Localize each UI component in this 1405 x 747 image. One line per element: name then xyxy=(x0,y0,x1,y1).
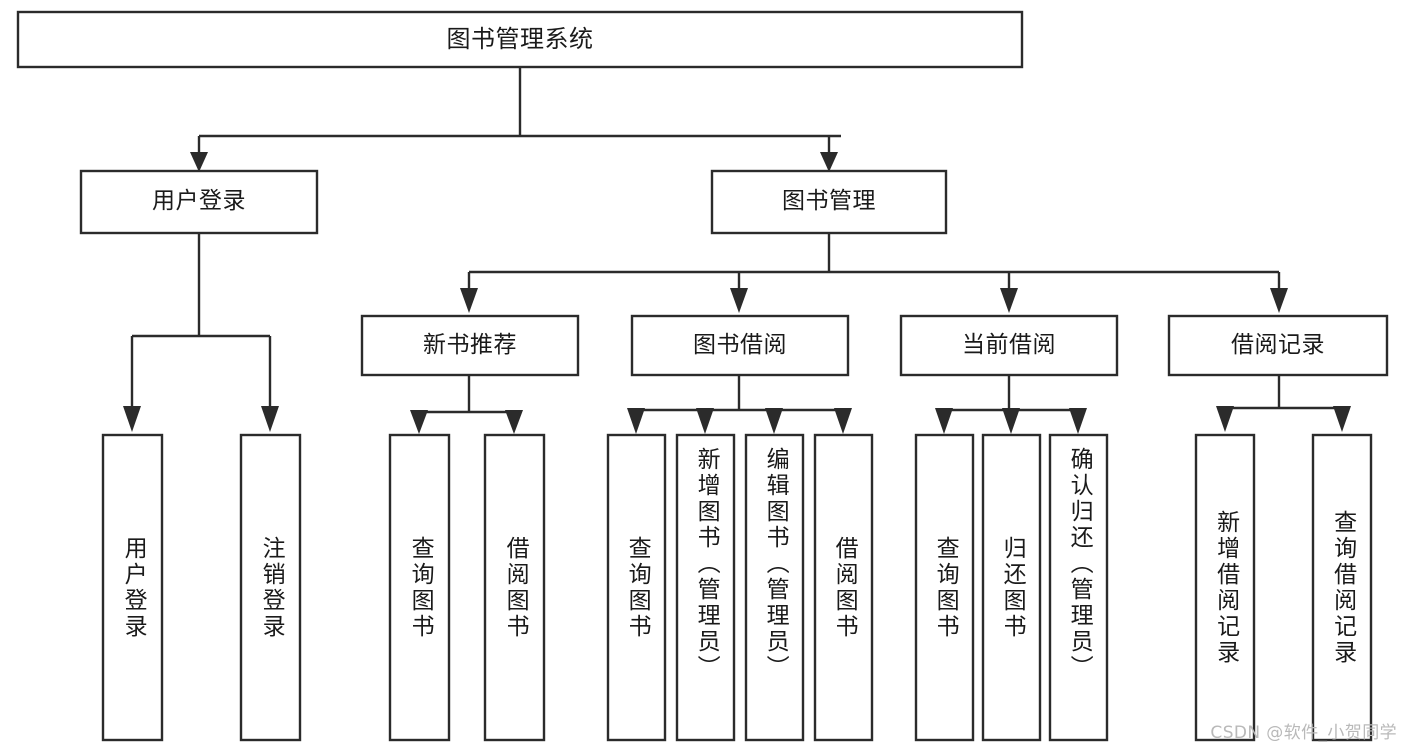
arrowhead-leaf-current-query-book xyxy=(935,408,953,434)
arrowhead-user-login xyxy=(190,152,208,172)
node-leaf-rec-query-book[interactable] xyxy=(388,433,451,742)
node-leaf-rec-borrow-book[interactable] xyxy=(483,433,546,742)
arrowhead-leaf-borrow-add-book xyxy=(696,408,714,434)
node-leaf-current-return-book[interactable] xyxy=(981,433,1042,742)
watermark-credit: CSDN @软件_小贺同学 xyxy=(1210,723,1397,743)
node-leaf-borrow-edit-book[interactable] xyxy=(744,433,805,742)
arrowhead-leaf-borrow-query-book xyxy=(627,408,645,434)
arrowhead-leaf-rec-query-book xyxy=(410,410,428,434)
arrowhead-current-borrow xyxy=(1000,288,1018,313)
arrowhead-leaf-current-return-book xyxy=(1002,408,1020,434)
node-book-borrow[interactable] xyxy=(630,314,850,377)
arrowhead-leaf-borrow-borrow-book xyxy=(834,408,852,434)
arrowhead-book-borrow xyxy=(730,288,748,313)
node-leaf-user-login[interactable] xyxy=(101,433,164,742)
arrowhead-leaf-user-logout xyxy=(261,406,279,432)
arrowhead-borrow-record xyxy=(1270,288,1288,313)
arrowhead-leaf-borrow-edit-book xyxy=(765,408,783,434)
node-leaf-record-query[interactable] xyxy=(1311,433,1373,742)
arrowhead-new-book-recommend xyxy=(460,288,478,313)
node-borrow-record[interactable] xyxy=(1167,314,1389,377)
node-leaf-borrow-add-book[interactable] xyxy=(675,433,736,742)
arrowhead-leaf-user-login xyxy=(123,406,141,432)
arrowhead-leaf-record-add xyxy=(1216,406,1234,432)
node-current-borrow[interactable] xyxy=(899,314,1119,377)
node-user-login[interactable] xyxy=(79,169,319,235)
node-leaf-user-logout[interactable] xyxy=(239,433,302,742)
arrowhead-book-manage xyxy=(820,152,838,172)
node-leaf-borrow-borrow-book[interactable] xyxy=(813,433,874,742)
node-leaf-borrow-query-book[interactable] xyxy=(606,433,667,742)
node-leaf-record-add[interactable] xyxy=(1194,433,1256,742)
node-book-manage[interactable] xyxy=(710,169,948,235)
arrowhead-leaf-record-query xyxy=(1333,406,1351,432)
node-leaf-current-query-book[interactable] xyxy=(914,433,975,742)
node-new-book-recommend[interactable] xyxy=(360,314,580,377)
node-leaf-current-confirm-return[interactable] xyxy=(1048,433,1109,742)
node-root[interactable] xyxy=(16,10,1024,69)
arrowhead-leaf-rec-borrow-book xyxy=(505,410,523,434)
arrowhead-leaf-current-confirm-return xyxy=(1069,408,1087,434)
